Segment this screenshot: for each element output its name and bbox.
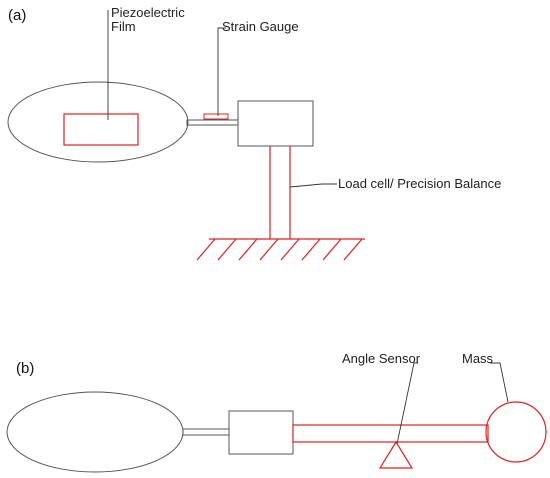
piezo-label-line1: Piezoelectric <box>111 5 185 20</box>
leader-mass <box>490 362 509 403</box>
strain-gauge-label: Strain Gauge <box>222 19 299 34</box>
panel-b: (b) Angle Sensor Mass <box>6 351 547 473</box>
mass-label: Mass <box>462 351 494 366</box>
leader-lines-b <box>396 362 509 445</box>
wing-ellipse-b <box>6 391 184 473</box>
panel-b-label: (b) <box>16 360 34 377</box>
piezoelectric-film <box>63 113 139 146</box>
angle-sensor-label: Angle Sensor <box>342 351 421 366</box>
leader-lines-a <box>107 10 337 188</box>
shaft-b <box>182 428 230 436</box>
gearbox-box-b <box>228 410 294 455</box>
leader-strain-gauge <box>217 27 226 116</box>
piezo-label-line2: Film <box>111 19 136 34</box>
shaft-a <box>186 119 239 126</box>
angle-sensor-pivot <box>378 440 414 469</box>
gearbox-box-a <box>237 100 314 147</box>
leader-angle-sensor <box>396 362 418 445</box>
leader-load-cell <box>289 183 337 188</box>
panel-a: (a) P <box>7 5 501 261</box>
strain-gauge <box>203 113 229 120</box>
load-cell-label: Load cell/ Precision Balance <box>338 176 501 191</box>
panel-a-label: (a) <box>8 7 26 24</box>
balance-arm <box>292 424 489 443</box>
wing-ellipse-a <box>7 81 189 163</box>
mass-circle <box>485 401 547 463</box>
ground-hatching <box>196 238 363 261</box>
